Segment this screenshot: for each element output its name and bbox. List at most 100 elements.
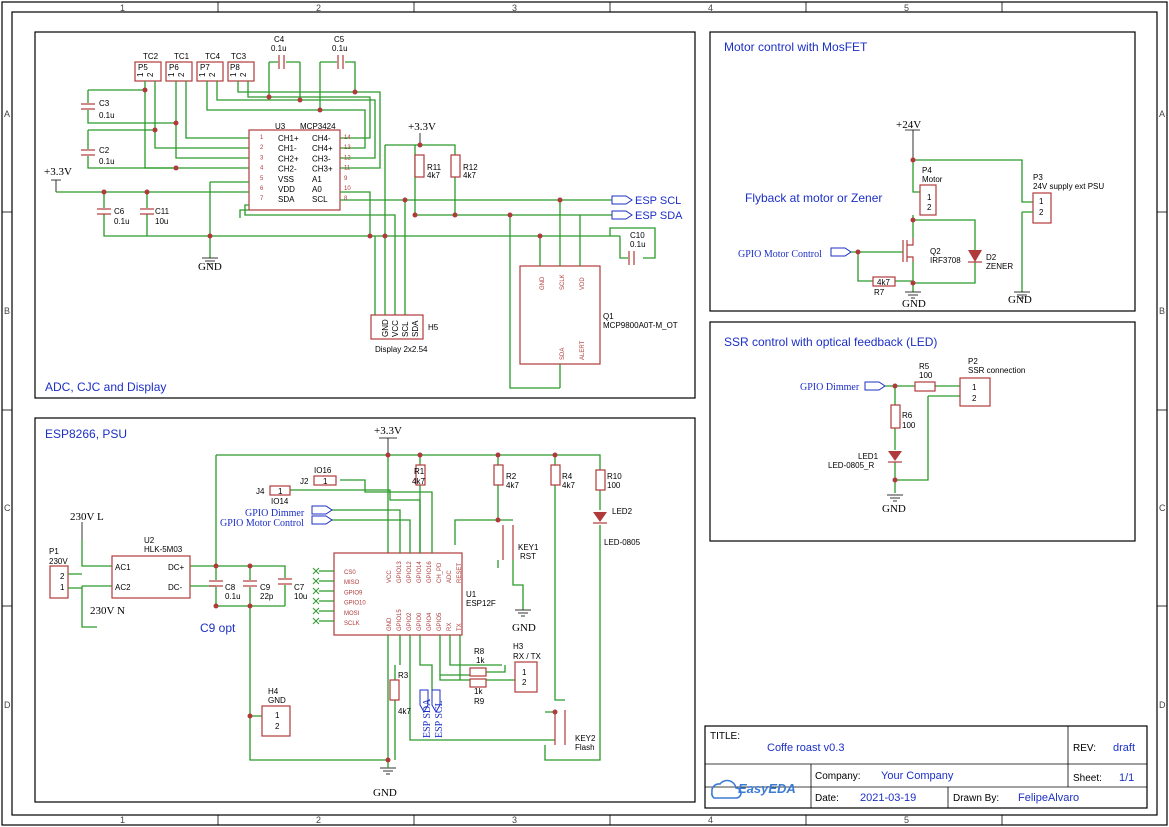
- port-esp-sda: [611, 210, 633, 220]
- tc-pin-number: 1: [198, 72, 207, 77]
- u3-pin-label: SCL: [312, 195, 328, 204]
- date-value: 2021-03-19: [860, 792, 916, 804]
- easyeda-logo: EasyEDA: [711, 779, 796, 799]
- u1-pin-label: GPIO9: [344, 590, 363, 596]
- u1-pin-label: TX: [457, 623, 463, 631]
- u3-pin-label: CH2+: [278, 154, 299, 163]
- label-p7: P7: [200, 63, 210, 72]
- label-tc4: TC4: [205, 52, 221, 61]
- value-c4: 0.1u: [271, 44, 287, 53]
- h3-pin-number: 2: [522, 678, 527, 687]
- q1-pin-label: GND: [540, 276, 546, 290]
- u1-pin-label: MOSI: [344, 611, 360, 617]
- net-3v3-adc: +3.3V: [44, 166, 72, 178]
- section-adc: [34, 31, 696, 399]
- value-p4: Motor: [922, 175, 943, 184]
- net-gnd-motor-b: GND: [1008, 294, 1032, 306]
- value-r1: 4k7: [412, 477, 425, 486]
- net-port-gpio-motor: GPIO Motor Control: [738, 249, 822, 260]
- gnd-symbol-motor-b: [1014, 291, 1030, 299]
- label-r12: R12: [463, 163, 478, 172]
- net-gnd-motor-a: GND: [902, 298, 926, 310]
- net-gnd-adc: GND: [198, 261, 222, 273]
- jumper-j2: [313, 475, 337, 486]
- label-d2: D2: [986, 253, 997, 262]
- label-c5: C5: [334, 35, 345, 44]
- u3-pin-number: 12: [344, 155, 351, 161]
- gnd-symbol-adc: [202, 257, 218, 265]
- u3-pin-number: 3: [260, 155, 264, 161]
- p4-pin-number: 2: [927, 203, 932, 212]
- ic-q1: [519, 265, 601, 365]
- company-value: Your Company: [881, 770, 954, 782]
- h5-pin-label: SDA: [411, 320, 420, 337]
- section-ssr: [709, 321, 1136, 542]
- module-u2: [111, 555, 191, 599]
- u1-pin-label: SCLK: [344, 621, 360, 627]
- tc-pin-number: 2: [239, 72, 248, 77]
- label-r2: R2: [506, 472, 517, 481]
- value-c9: 22p: [260, 592, 274, 601]
- row-label: D: [4, 700, 11, 710]
- label-p4: P4: [922, 166, 932, 175]
- row-label: A: [1159, 109, 1165, 119]
- header-h5: [370, 314, 424, 340]
- header-h3: [514, 661, 538, 693]
- net-gnd-key1: GND: [512, 622, 536, 634]
- u1-pin-label: GND: [387, 617, 393, 631]
- adc-circuit: TC2 TC1 TC4 TC3 P5 P6 P7 P8 C4 0.1u C5 0…: [44, 35, 683, 389]
- label-q1: Q1: [603, 312, 614, 321]
- u1-pin-label: GPIO4: [427, 612, 433, 631]
- section-title-motor: Motor control with MosFET: [724, 40, 868, 54]
- port-gpio-dimmer-ssr: [864, 381, 886, 391]
- u1-pin-label: GPIO14: [417, 561, 423, 583]
- company-label: Company:: [815, 771, 861, 782]
- q1-pin-label: VDD: [580, 277, 586, 290]
- logo-text: EasyEDA: [738, 781, 796, 796]
- value-d2: ZENER: [986, 262, 1013, 271]
- label-h3: H3: [513, 642, 524, 651]
- label-u1: U1: [466, 590, 477, 599]
- label-key1: KEY1: [518, 543, 539, 552]
- label-h4: H4: [268, 687, 279, 696]
- u1-pin-label: GPIO10: [344, 601, 366, 607]
- note-flyback: Flyback at motor or Zener: [745, 191, 882, 205]
- header-h4: [261, 705, 291, 737]
- gnd-symbol-key1: [515, 609, 531, 617]
- p1-pin-number: 2: [60, 572, 65, 581]
- u1-pin-label: GPIO5: [437, 612, 443, 631]
- u3-pin-label: CH1-: [278, 144, 297, 153]
- net-port-esp-scl: ESP SCL: [635, 195, 681, 207]
- label-j4: J4: [256, 487, 265, 496]
- label-p1: P1: [49, 547, 59, 556]
- u3-pin-number: 5: [260, 176, 264, 182]
- value-c2: 0.1u: [99, 157, 115, 166]
- label-c2: C2: [99, 146, 110, 155]
- u3-pin-number: 9: [344, 176, 348, 182]
- gnd-symbol-motor-a: [905, 291, 921, 299]
- section-motor: [709, 31, 1136, 312]
- value-r11: 4k7: [427, 171, 440, 180]
- drawn-value: FelipeAlvaro: [1018, 792, 1079, 804]
- jumper-j4: [269, 485, 291, 496]
- value-r9: 1k: [474, 687, 483, 696]
- u2-pin-label: DC+: [168, 563, 185, 572]
- section-title-esp: ESP8266, PSU: [45, 427, 127, 441]
- u3-pin-label: CH3-: [312, 154, 331, 163]
- net-port-esp-sda: ESP SDA: [635, 210, 683, 222]
- connector-p1: [49, 565, 69, 599]
- label-c8: C8: [225, 583, 236, 592]
- value-q2: IRF3708: [930, 256, 961, 265]
- u1-pin-label: GPIO13: [397, 561, 403, 583]
- u3-pin-number: 10: [344, 186, 351, 192]
- gnd-symbol-ssr: [887, 494, 903, 502]
- row-label: C: [1159, 503, 1166, 513]
- u3-pin-number: 4: [260, 166, 264, 172]
- value-r3: 4k7: [398, 707, 411, 716]
- u3-pin-label: CH4+: [312, 144, 333, 153]
- u1-pin-label: CS0: [344, 570, 356, 576]
- u3-pin-number: 6: [260, 186, 264, 192]
- h5-pin-label: VCC: [391, 320, 400, 337]
- value-r4: 4k7: [562, 481, 575, 490]
